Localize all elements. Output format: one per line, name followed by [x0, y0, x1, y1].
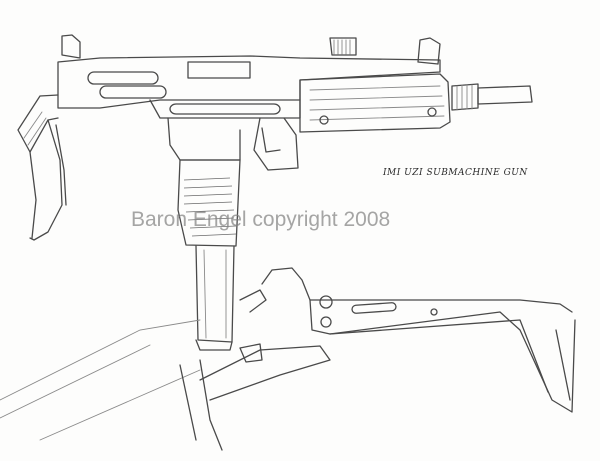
trigger-guard [253, 117, 299, 171]
drawing-caption: IMI UZI SUBMACHINE GUN [383, 168, 528, 178]
lower-folding-stock [0, 267, 576, 451]
receiver-slot-lower [99, 85, 167, 99]
trigger-group [167, 117, 299, 247]
body-slot [169, 103, 281, 115]
copyright-watermark: Baron Engel copyright 2008 [131, 208, 391, 231]
pistol-grip [177, 159, 241, 247]
handguard [299, 73, 451, 133]
rear-sight [61, 34, 81, 59]
barrel-nut [451, 83, 479, 111]
top-cover-plate [187, 61, 251, 79]
receiver-slot-upper [87, 71, 159, 85]
upper-folding-stock [17, 94, 67, 241]
front-sight [417, 37, 441, 65]
cocking-knob [329, 37, 357, 56]
barrel [451, 83, 533, 111]
magazine [195, 245, 235, 351]
